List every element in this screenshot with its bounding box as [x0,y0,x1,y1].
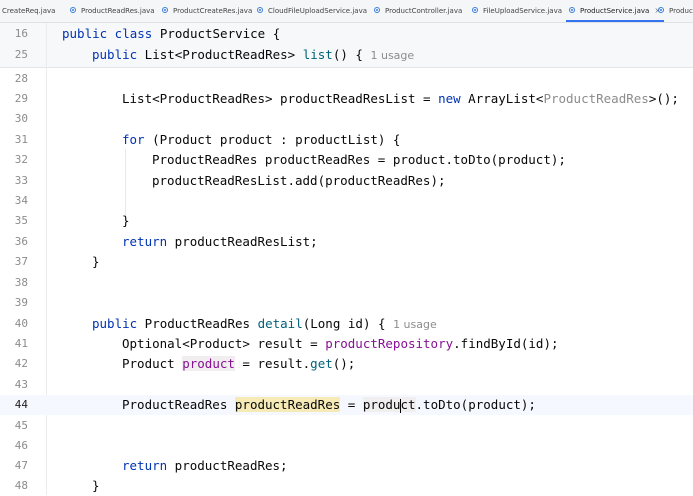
class-icon [257,7,263,13]
code-text: } [122,213,130,228]
line-number: 45 [14,419,28,432]
line-number: 38 [14,276,28,289]
code-line[interactable]: 36 return productReadResList; [0,232,693,252]
line-number: 43 [14,378,28,391]
tab-createreq[interactable]: CreateReq.java [2,7,56,15]
class-icon [569,7,575,13]
current-code-line[interactable]: 44 ProductReadRes productReadRes = produ… [0,395,693,415]
line-number: 39 [14,296,28,309]
class-icon [658,7,664,13]
line-number: 37 [14,255,28,268]
code-line[interactable]: 28 [0,69,693,89]
code-text: Optional<Product> result = productReposi… [122,336,559,351]
line-number: 44 [14,398,28,411]
code-text: return productReadResList; [122,234,318,249]
line-number: 33 [14,174,28,187]
line-number: 40 [14,317,28,330]
class-icon [472,7,478,13]
code-line[interactable]: 41 Optional<Product> result = productRep… [0,334,693,354]
tab-product[interactable]: Product [658,0,693,22]
code-line[interactable]: 39 [0,293,693,313]
line-number: 35 [14,214,28,227]
code-line[interactable]: 40 public ProductReadRes detail(Long id)… [0,314,693,334]
usage-hint[interactable]: 1 usage [370,49,415,62]
tab-productcontroller[interactable]: ProductController.java [374,0,462,22]
line-number: 34 [14,194,28,207]
line-number: 32 [14,153,28,166]
tab-productservice[interactable]: ProductService.java× [566,0,665,22]
code-line[interactable]: 45 [0,416,693,436]
code-line[interactable]: 32 ProductReadRes productReadRes = produ… [0,150,693,170]
code-text: } [92,254,100,269]
tab-cloudfileuploadservice[interactable]: CloudFileUploadService.java [257,0,367,22]
line-number: 31 [14,133,28,146]
line-number: 42 [14,357,28,370]
sticky-scroll-header [0,23,693,68]
code-line[interactable]: 48 } [0,476,693,496]
line-number: 25 [14,48,28,61]
code-line[interactable]: 43 [0,375,693,395]
code-text: List<ProductReadRes> productReadResList … [122,91,679,106]
editor-tab-bar: CreateReq.java ProductReadRes.java Produ… [0,0,693,23]
line-number: 36 [14,235,28,248]
close-icon[interactable]: × [654,6,662,15]
code-line[interactable]: 33 productReadResList.add(productReadRes… [0,171,693,191]
code-text: ProductReadRes productReadRes = product.… [152,152,566,167]
code-line[interactable]: 25 public List<ProductReadRes> list() { … [0,45,693,65]
line-number: 28 [14,72,28,85]
code-text: public ProductReadRes detail(Long id) { … [92,316,437,331]
line-number: 41 [14,337,28,350]
tab-productreadres[interactable]: ProductReadRes.java [70,0,155,22]
code-text: return productReadRes; [122,458,288,473]
code-line[interactable]: 34 [0,191,693,211]
line-number: 47 [14,459,28,472]
gutter-separator [46,23,47,495]
code-line[interactable]: 29 List<ProductReadRes> productReadResLi… [0,89,693,109]
code-line[interactable]: 16 public class ProductService { [0,24,693,44]
code-line[interactable]: 35 } [0,211,693,231]
code-line[interactable]: 46 [0,436,693,456]
code-text: productReadResList.add(productReadRes); [152,173,446,188]
code-text: public class ProductService { [62,26,281,41]
code-line[interactable]: 47 return productReadRes; [0,456,693,476]
line-number: 48 [14,479,28,492]
line-number: 29 [14,92,28,105]
indent-guide [125,149,126,227]
code-text: for (Product product : productList) { [122,132,401,147]
code-text: } [92,478,100,493]
line-number: 16 [14,27,28,40]
class-icon [70,7,76,13]
code-line[interactable]: 30 [0,109,693,129]
tab-fileuploadservice[interactable]: FileUploadService.java [472,0,562,22]
tab-productcreateres[interactable]: ProductCreateRes.java [162,0,252,22]
code-text: Product product = result.get(); [122,356,356,371]
code-line[interactable]: 31 for (Product product : productList) { [0,130,693,150]
line-number: 46 [14,439,28,452]
class-icon [374,7,380,13]
code-line[interactable]: 37 } [0,252,693,272]
code-text: ProductReadRes productReadRes = product.… [122,397,536,413]
text-caret [399,398,401,413]
class-icon [162,7,168,13]
code-line[interactable]: 42 Product product = result.get(); [0,354,693,374]
usage-hint[interactable]: 1 usage [393,318,437,331]
code-line[interactable]: 38 [0,273,693,293]
code-text: public List<ProductReadRes> list() { 1 u… [92,47,415,62]
line-number: 30 [14,112,28,125]
